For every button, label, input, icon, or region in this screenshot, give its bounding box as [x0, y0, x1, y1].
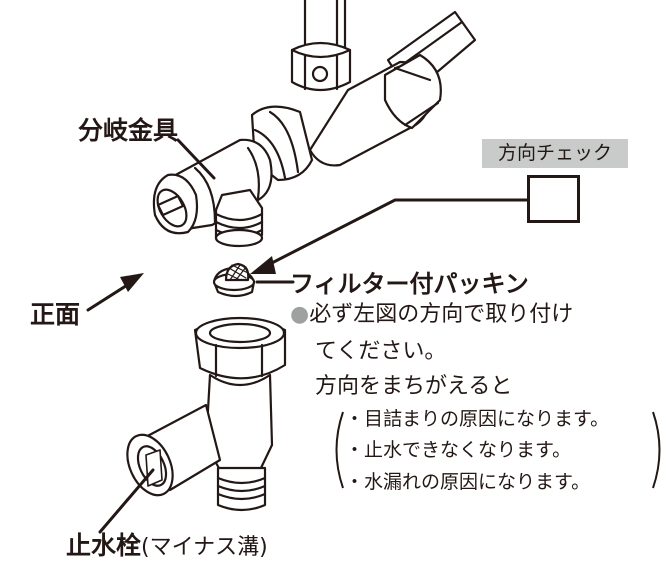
- note-line-2: てください。: [315, 339, 447, 364]
- stop-valve-leader-line: [98, 468, 155, 534]
- right-bracket: [652, 411, 661, 489]
- note-list-item: ・目詰まりの原因になります。: [345, 408, 610, 430]
- note-list-item: ・止水できなくなります。: [345, 439, 572, 461]
- branch-fitting-label: 分岐金具: [78, 116, 179, 145]
- stop-valve-label-text: 止水栓: [66, 531, 142, 560]
- direction-check-box: [527, 175, 580, 223]
- left-bracket: [335, 411, 344, 489]
- filter-packing-label: フィルター付パッキン: [290, 270, 529, 298]
- stop-valve-label: 止水栓(マイナス溝): [66, 533, 268, 559]
- direction-arrow-head: [250, 256, 276, 274]
- front-label: 正面: [30, 300, 81, 329]
- note-bullet: ●: [290, 302, 310, 327]
- direction-check-tag: 方向チェック: [482, 139, 628, 168]
- right-hex-nut: [383, 53, 442, 130]
- note-line-1-text: 必ず左図の方向で取り付け: [309, 302, 574, 327]
- note-list-item: ・水漏れの原因になります。: [345, 471, 591, 493]
- filter-packing: [212, 262, 256, 298]
- note-line-1: ●必ず左図の方向で取り付け: [290, 304, 573, 326]
- front-arrow-head: [120, 273, 144, 292]
- branch-fitting-body: [152, 138, 273, 248]
- direction-leader-line: [260, 198, 530, 270]
- stop-valve-body: [126, 373, 274, 512]
- front-arrow-shaft: [86, 280, 134, 312]
- upper-hex-nut: [290, 41, 352, 92]
- stop-valve-note: (マイナス溝): [141, 535, 268, 560]
- stop-valve-hex-nut: [193, 316, 287, 380]
- note-line-3: 方向をまちがえると: [315, 374, 513, 399]
- branch-leader-line: [176, 138, 216, 180]
